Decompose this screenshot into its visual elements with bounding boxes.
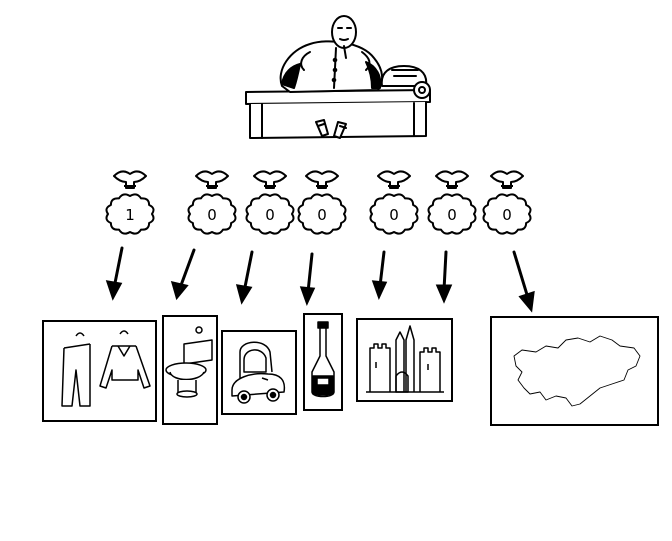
purchase-frame-clothes: [42, 320, 157, 422]
kazakhstan-map-icon: [513, 335, 641, 407]
money-bag: 0: [245, 170, 295, 235]
arrow: [105, 246, 124, 301]
money-bag-digit: 0: [265, 206, 275, 224]
arrow: [371, 250, 388, 300]
purchase-frames: [42, 313, 659, 426]
boss-at-desk-illustration: [245, 15, 431, 139]
clothes-icon: [61, 330, 151, 407]
money-bag-digit: 0: [317, 206, 327, 224]
purchase-frame-map: [490, 316, 659, 426]
purchase-frame-castle: [356, 318, 453, 402]
money-bag-digit: 0: [447, 206, 457, 224]
money-bag: 0: [482, 170, 532, 235]
money-bag: 1: [105, 170, 155, 235]
purchase-frame-cognac: [303, 313, 343, 411]
money-bag: 0: [187, 170, 237, 235]
money-bags-row: 1 0 0 0 0 0 0: [105, 170, 532, 235]
money-bag-digit: 0: [207, 206, 217, 224]
arrows: [105, 246, 535, 313]
money-bag: 0: [427, 170, 477, 235]
toilet-icon: [165, 326, 213, 398]
purchase-frame-car: [221, 330, 297, 415]
castle-icon: [366, 325, 444, 393]
purchase-frame-toilet: [162, 315, 218, 425]
arrow: [299, 252, 316, 306]
cognac-bottle-icon: [311, 321, 335, 398]
arrow: [235, 250, 254, 305]
money-bag-digit: 0: [389, 206, 399, 224]
car-icon: [231, 341, 286, 404]
money-bag-digit: 0: [502, 206, 512, 224]
arrow: [170, 248, 196, 301]
money-bag-digit: 1: [125, 206, 135, 224]
money-bag: 0: [369, 170, 419, 235]
money-bag: 0: [297, 170, 347, 235]
arrow: [435, 250, 453, 304]
arrow: [512, 250, 535, 313]
